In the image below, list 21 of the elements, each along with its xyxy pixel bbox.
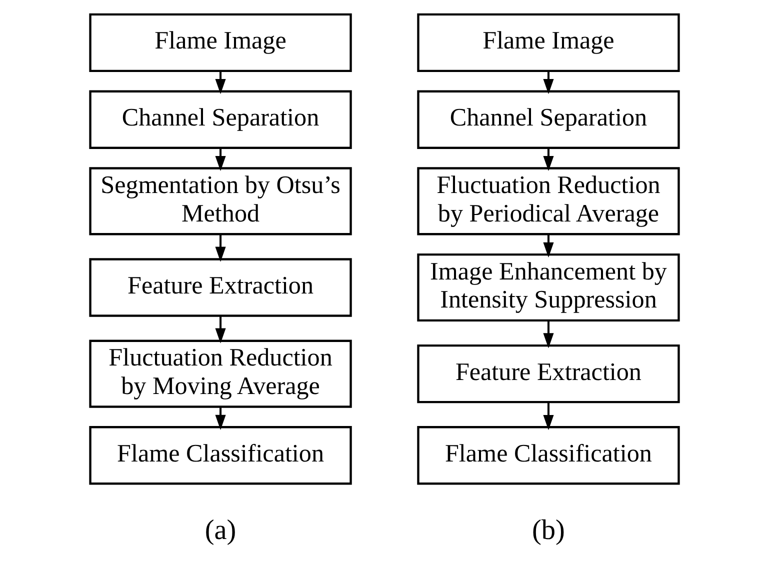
node-box: Flame Classification <box>417 426 680 485</box>
arrow <box>215 316 226 344</box>
node-box: Channel Separation <box>417 90 680 149</box>
node-box: Flame Image <box>89 13 352 72</box>
node-box: Feature Extraction <box>417 344 680 404</box>
arrow <box>215 234 226 262</box>
node-box: Segmentation by Otsu’s Method <box>89 167 352 236</box>
node-box: Channel Separation <box>89 90 352 149</box>
arrow <box>543 320 554 348</box>
arrow <box>543 148 554 172</box>
arrow <box>543 234 554 258</box>
label: (b) <box>532 515 565 546</box>
label: (a) <box>204 515 236 546</box>
node-box: Fluctuation Reduction by Moving Average <box>89 340 352 408</box>
arrow <box>215 148 226 172</box>
node-box: Flame Image <box>417 13 680 72</box>
node-box: Feature Extraction <box>89 258 352 317</box>
node-box: Flame Classification <box>89 426 352 485</box>
node-box: Image Enhancement by Intensity Suppression <box>417 253 680 322</box>
node-box: Fluctuation Reduction by Periodical Average <box>417 167 680 236</box>
arrow <box>543 402 554 430</box>
